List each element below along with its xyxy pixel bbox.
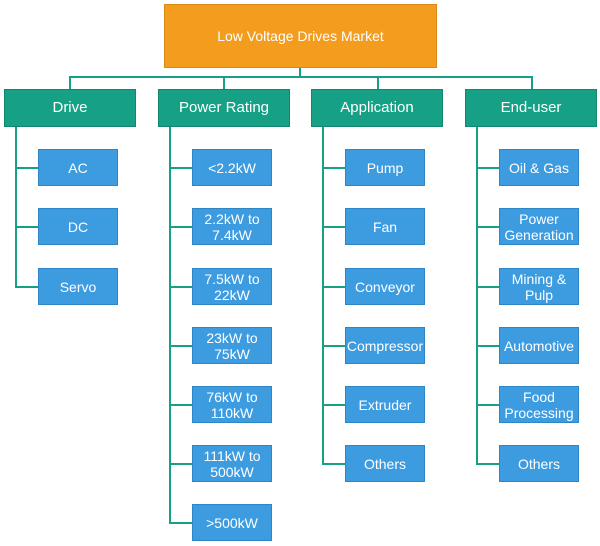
node-application-others: Others [345,445,425,482]
node-111kw-to-500kw: 111kW to 500kW [192,445,272,482]
branch [476,226,499,228]
node-automotive: Automotive [499,327,579,364]
branch [476,463,499,465]
branch [169,167,192,169]
branch [322,286,345,288]
spine-drive [15,127,17,287]
connector-root [299,68,301,77]
branch [169,404,192,406]
branch [322,345,345,347]
node-compressor: Compressor [345,327,425,364]
branch [15,167,38,169]
node-pump: Pump [345,149,425,186]
branch [169,463,192,465]
node-7-5kw-to-22kw: 7.5kW to 22kW [192,268,272,305]
node-servo: Servo [38,268,118,305]
node-food-processing: Food Processing [499,386,579,423]
node-mining-pulp: Mining & Pulp [499,268,579,305]
connector-end-user [531,76,533,89]
category-application: Application [311,89,443,127]
node-dc: DC [38,208,118,245]
branch [169,522,192,524]
node-conveyor: Conveyor [345,268,425,305]
category-power-rating: Power Rating [158,89,290,127]
connector-power-rating [223,76,225,89]
branch [169,286,192,288]
node-ac: AC [38,149,118,186]
connector-drive [69,76,71,89]
node-end-user-others: Others [499,445,579,482]
branch [322,167,345,169]
node-extruder: Extruder [345,386,425,423]
node-76kw-to-110kw: 76kW to 110kW [192,386,272,423]
branch [476,286,499,288]
node-fan: Fan [345,208,425,245]
branch [476,167,499,169]
branch [322,226,345,228]
branch [476,404,499,406]
branch [169,345,192,347]
branch [322,463,345,465]
node-oil-gas: Oil & Gas [499,149,579,186]
branch [476,345,499,347]
category-drive: Drive [4,89,136,127]
branch [169,226,192,228]
node-under-2-2kw: <2.2kW [192,149,272,186]
connector-bus [69,76,533,78]
connector-application [377,76,379,89]
node-2-2kw-to-7-4kw: 2.2kW to 7.4kW [192,208,272,245]
node-power-generation: Power Generation [499,208,579,245]
branch [15,286,38,288]
spine-application [322,127,324,465]
node-over-500kw: >500kW [192,504,272,541]
branch [322,404,345,406]
node-23kw-to-75kw: 23kW to 75kW [192,327,272,364]
branch [15,226,38,228]
category-end-user: End-user [465,89,597,127]
spine-power-rating [169,127,171,523]
spine-end-user [476,127,478,465]
root-node: Low Voltage Drives Market [164,4,437,68]
